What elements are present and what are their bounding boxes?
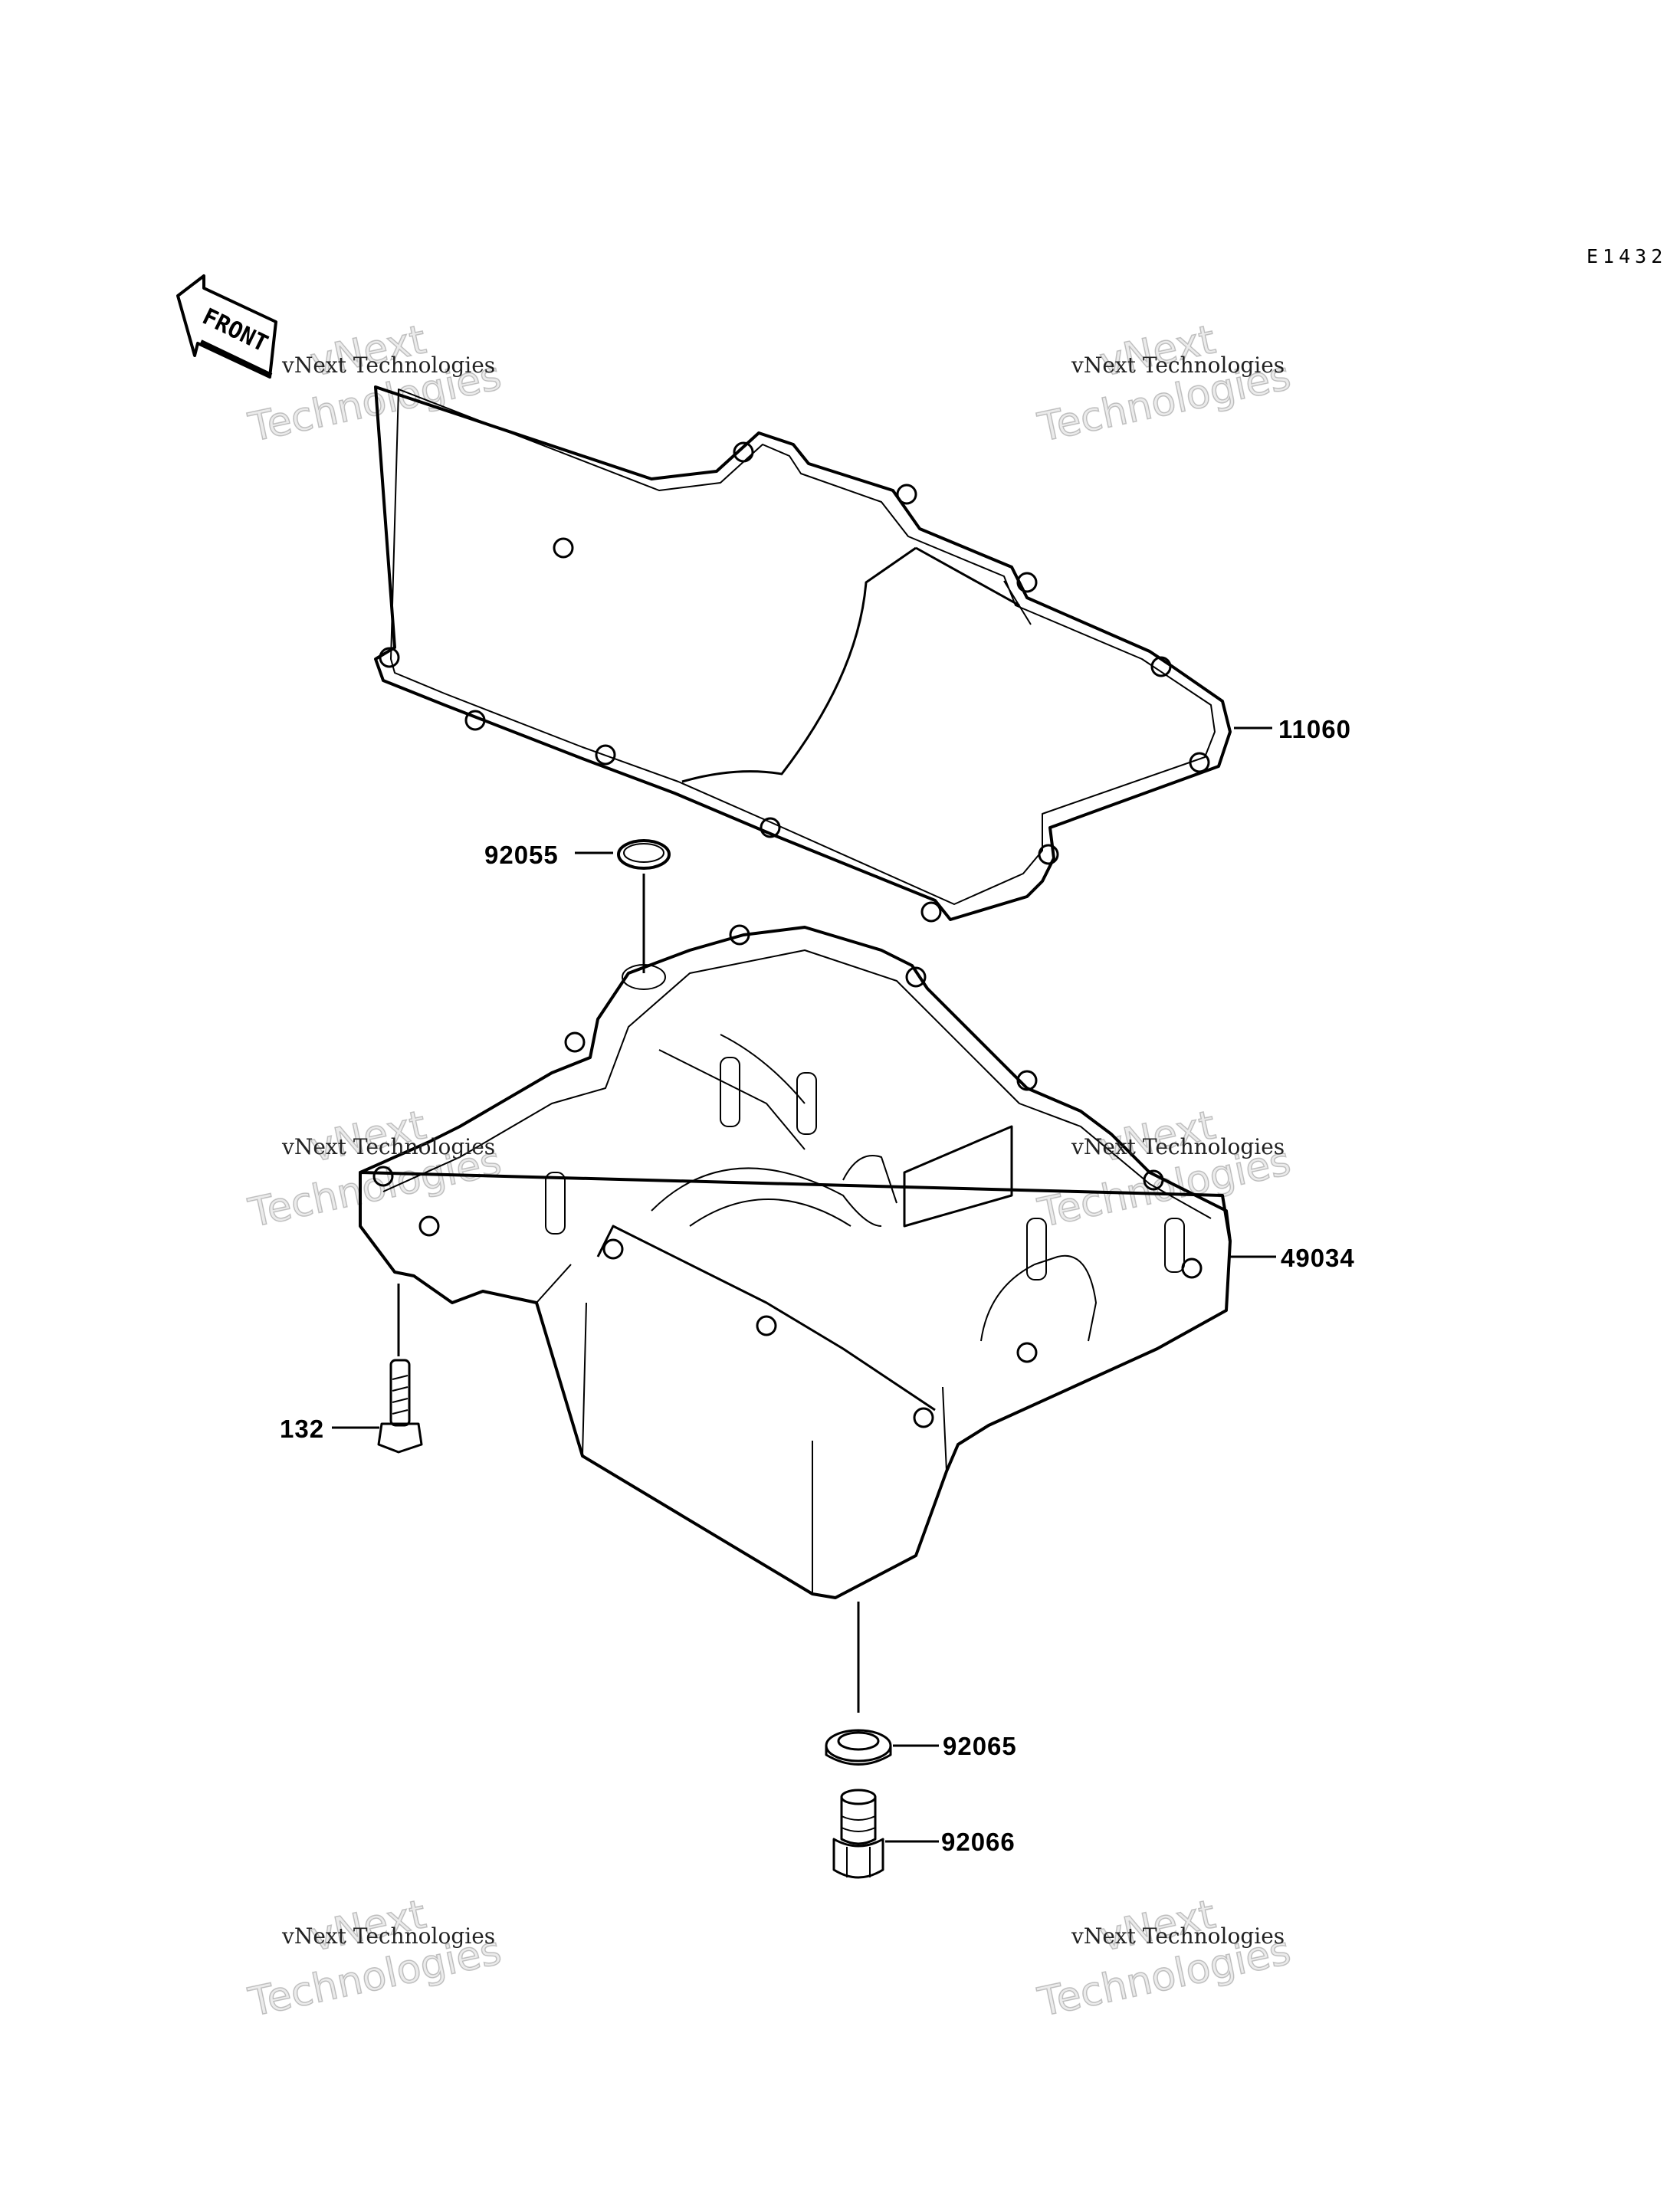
watermark-line-2: vNext Technologies <box>1071 353 1285 378</box>
watermark-line-6: vNext Technologies <box>1071 1923 1285 1949</box>
part-number-bolt[interactable]: 132 <box>280 1415 325 1443</box>
part-number-oil-pan[interactable]: 49034 <box>1281 1244 1355 1272</box>
watermark-line-1: vNext Technologies <box>282 353 496 378</box>
watermark-line-5: vNext Technologies <box>282 1923 496 1949</box>
front-arrow-icon: FRONT <box>176 274 277 379</box>
oring-drawing <box>575 839 671 973</box>
part-number-gasket[interactable]: 11060 <box>1278 715 1351 743</box>
part-number-washer[interactable]: 92065 <box>943 1732 1017 1760</box>
drain-plug-drawing <box>832 1789 939 1879</box>
watermark-line-3: vNext Technologies <box>282 1134 496 1159</box>
part-number-oring[interactable]: 92055 <box>484 841 559 869</box>
part-number-drain-plug[interactable]: 92066 <box>941 1828 1016 1856</box>
watermark-line-4: vNext Technologies <box>1071 1134 1285 1159</box>
diagram-code: E1432 <box>1586 245 1668 267</box>
gasket-drawing <box>374 385 1272 923</box>
bolt-drawing <box>332 1284 423 1454</box>
washer-drawing <box>825 1602 939 1766</box>
oil-pan-drawing <box>359 924 1276 1599</box>
